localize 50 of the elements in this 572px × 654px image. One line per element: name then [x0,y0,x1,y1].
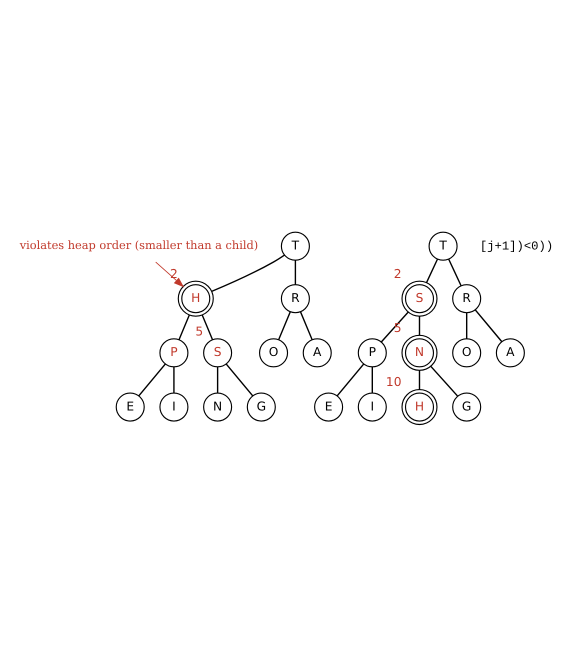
node-circle: R [280,284,310,313]
label: [j+1])<0)) [480,238,554,253]
node-circle: T [280,231,310,260]
connector [418,316,420,335]
node-circle: H [401,388,438,425]
connector [173,366,175,392]
node-circle: R [452,284,482,313]
connector [216,366,218,392]
connector [138,363,166,396]
node-circle: E [314,392,344,422]
node-text: violates heap order (smaller than a child) [20,238,258,252]
connector [212,254,285,292]
node-circle: P [358,338,387,367]
connector [300,310,313,340]
node-circle: T [428,231,458,260]
node-circle: H [178,280,214,316]
connector [474,308,502,342]
connector [178,314,190,340]
node-circle: O [259,338,288,367]
connector [278,310,291,340]
arrow [155,261,184,287]
node-circle: I [159,392,188,422]
connector [226,363,254,396]
node-label: 10 [386,374,402,389]
node-label: 5 [195,324,204,338]
node-circle: N [203,392,232,422]
node-circle: A [496,338,525,367]
node-circle: N [401,334,438,370]
connector [426,258,438,282]
connector [372,366,373,392]
node-circle: P [159,338,188,367]
connector [380,311,409,342]
connector [294,260,296,284]
node-circle: A [302,338,332,367]
node-circle: G [452,392,482,422]
node-circle: G [246,392,276,422]
node-label: 2 [394,266,402,280]
connector [202,314,214,340]
connector [430,365,458,396]
connector [418,370,420,389]
node-circle: S [401,280,438,316]
node-label: 2 [170,266,178,280]
connector [448,258,462,286]
connector [466,312,468,338]
node-circle: E [116,392,145,422]
node-circle: O [452,338,482,367]
connector [336,363,364,396]
node-label: 5 [394,320,402,335]
node-circle: S [203,338,232,367]
node-circle: I [358,392,387,422]
